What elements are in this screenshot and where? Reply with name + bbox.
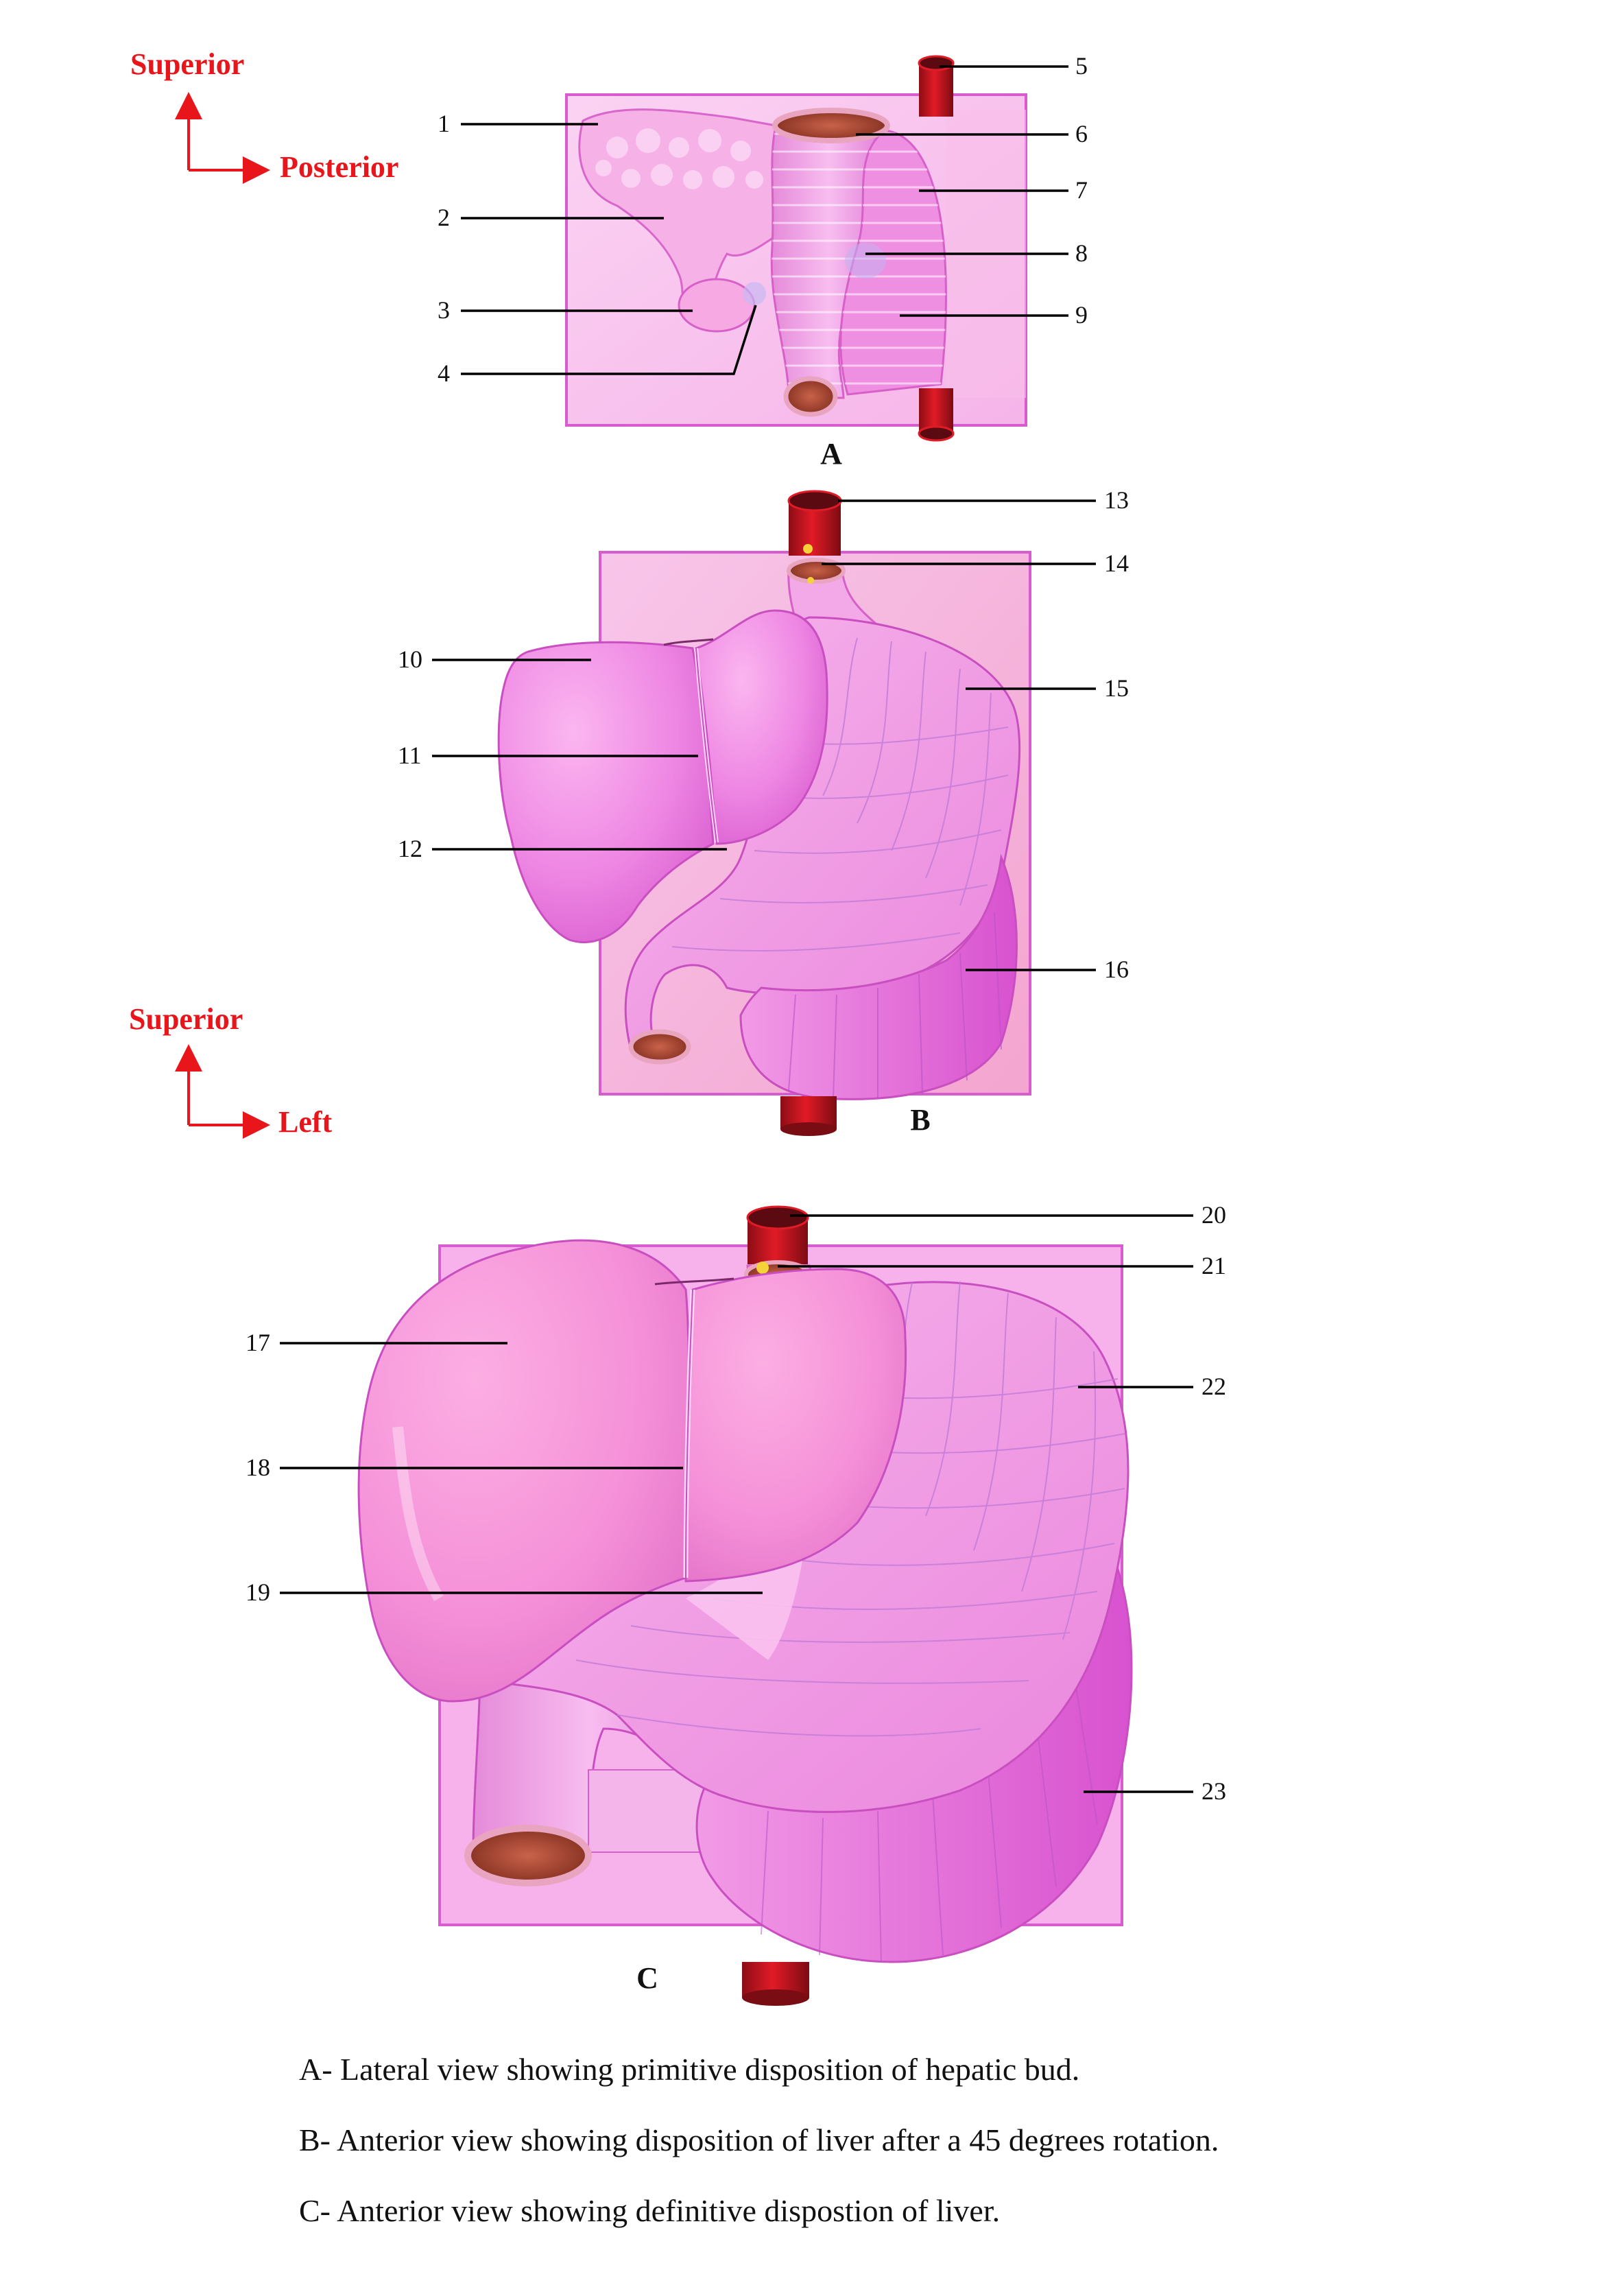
orientation-posterior-label: Posterior <box>280 150 398 184</box>
label-20: 20 <box>1202 1201 1226 1229</box>
label-8: 8 <box>1075 239 1088 267</box>
panel-b-letter: B <box>910 1103 930 1137</box>
panel-a-leaders <box>461 65 1068 375</box>
caption-c: C- Anterior view showing definitive disp… <box>299 2193 1001 2228</box>
liver-left-lobe-b <box>497 641 715 943</box>
label-19: 19 <box>246 1578 270 1606</box>
orientation-axes-bc: Superior Left <box>129 1002 333 1139</box>
orientation-superior-label-2: Superior <box>129 1002 243 1036</box>
label-3: 3 <box>438 296 450 324</box>
label-4: 4 <box>438 359 450 387</box>
label-11: 11 <box>398 742 422 769</box>
panel-b-illustration <box>497 490 1031 1136</box>
orientation-axes-a: Superior Posterior <box>130 47 398 184</box>
panel-c-letter: C <box>636 1961 658 1995</box>
label-14: 14 <box>1104 549 1129 577</box>
liver-left-lobe-c <box>357 1239 690 1703</box>
label-18: 18 <box>246 1454 270 1481</box>
panel-a-label-numbers: 1 2 3 4 5 6 7 8 9 <box>438 52 1088 387</box>
panel-c-illustration <box>357 1205 1133 2006</box>
gallbladder-bud <box>678 278 756 333</box>
panel-c-leaders <box>280 1214 1193 1793</box>
orientation-left-label: Left <box>278 1105 333 1139</box>
label-15: 15 <box>1104 674 1129 702</box>
esophagus-lumen-b <box>787 558 846 584</box>
label-10: 10 <box>398 646 422 673</box>
duodenum-lumen-b <box>628 1029 691 1065</box>
foregut-lumen-bottom <box>783 376 838 417</box>
label-13: 13 <box>1104 486 1129 514</box>
label-1: 1 <box>438 110 450 137</box>
label-21: 21 <box>1202 1252 1226 1279</box>
greater-curvature-b <box>739 853 1018 1100</box>
label-6: 6 <box>1075 120 1088 147</box>
caption-a: A- Lateral view showing primitive dispos… <box>299 2052 1080 2087</box>
aorta-a-top <box>919 63 953 117</box>
orientation-superior-label: Superior <box>130 47 244 81</box>
label-9: 9 <box>1075 301 1088 329</box>
label-16: 16 <box>1104 956 1129 983</box>
panel-a-letter: A <box>820 437 842 471</box>
panel-b-leaders <box>432 499 1096 971</box>
foregut-lumen-top <box>772 108 890 143</box>
duodenum-lumen-c <box>464 1825 592 1886</box>
label-2: 2 <box>438 204 450 231</box>
panel-b-label-numbers: 10 11 12 13 14 15 16 <box>398 486 1129 983</box>
panel-c-label-numbers: 17 18 19 20 21 22 23 <box>246 1201 1226 1805</box>
panel-a-illustration <box>565 55 1027 442</box>
label-7: 7 <box>1075 176 1088 204</box>
label-23: 23 <box>1202 1777 1226 1805</box>
label-17: 17 <box>246 1329 270 1356</box>
label-12: 12 <box>398 835 422 862</box>
caption-b: B- Anterior view showing disposition of … <box>299 2122 1219 2157</box>
label-5: 5 <box>1075 52 1088 80</box>
label-22: 22 <box>1202 1373 1226 1400</box>
